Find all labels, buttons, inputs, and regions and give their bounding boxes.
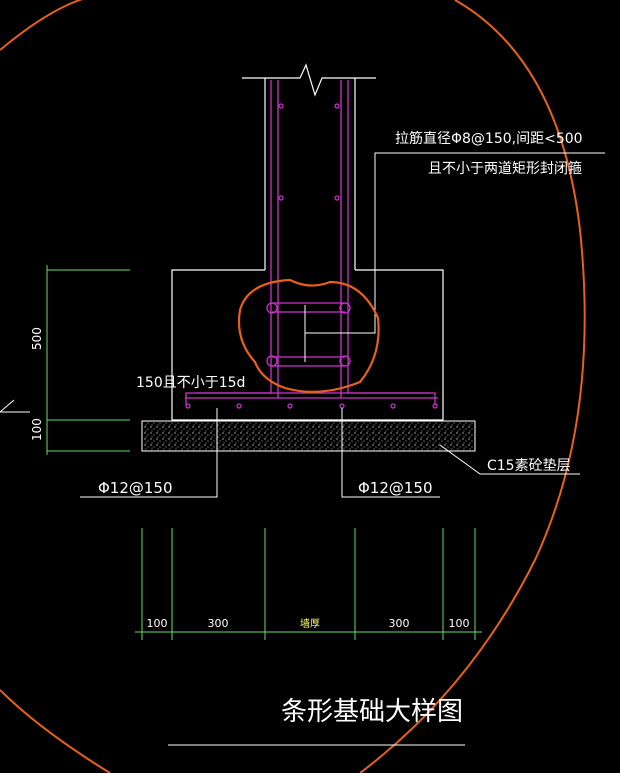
tie-note-line1: 拉筋直径Φ8@150,间距<500 <box>395 130 583 147</box>
leader-lines <box>0 399 580 498</box>
anchorage-note: 150且不小于15d <box>136 375 245 391</box>
dim-300-right: 300 <box>389 617 410 630</box>
concrete-cushion <box>141 420 476 452</box>
tie-bars <box>266 302 351 367</box>
dim-wall: 墙厚 <box>300 617 320 630</box>
markup-big-arc <box>0 0 586 773</box>
right-bar-label: Φ12@150 <box>358 479 433 497</box>
horizontal-dimension <box>135 528 482 640</box>
rebar-dots <box>185 103 438 409</box>
dim-100-right: 100 <box>449 617 470 630</box>
dim-300-left: 300 <box>208 617 229 630</box>
rebar-group <box>185 80 438 405</box>
markup-cloud <box>237 278 380 393</box>
tie-leader <box>304 152 605 362</box>
left-bar-label: Φ12@150 <box>98 479 173 497</box>
dim-100-left: 100 <box>147 617 168 630</box>
tie-note-line2: 且不小于两道矩形封闭箍 <box>428 160 582 177</box>
wall-outline <box>171 63 444 421</box>
dim-500: 500 <box>30 327 44 350</box>
vertical-dimension <box>46 265 130 455</box>
dim-100-v: 100 <box>30 418 44 441</box>
drawing-title: 条形基础大样图 <box>281 697 463 727</box>
cushion-note: C15素砼垫层 <box>487 458 571 474</box>
